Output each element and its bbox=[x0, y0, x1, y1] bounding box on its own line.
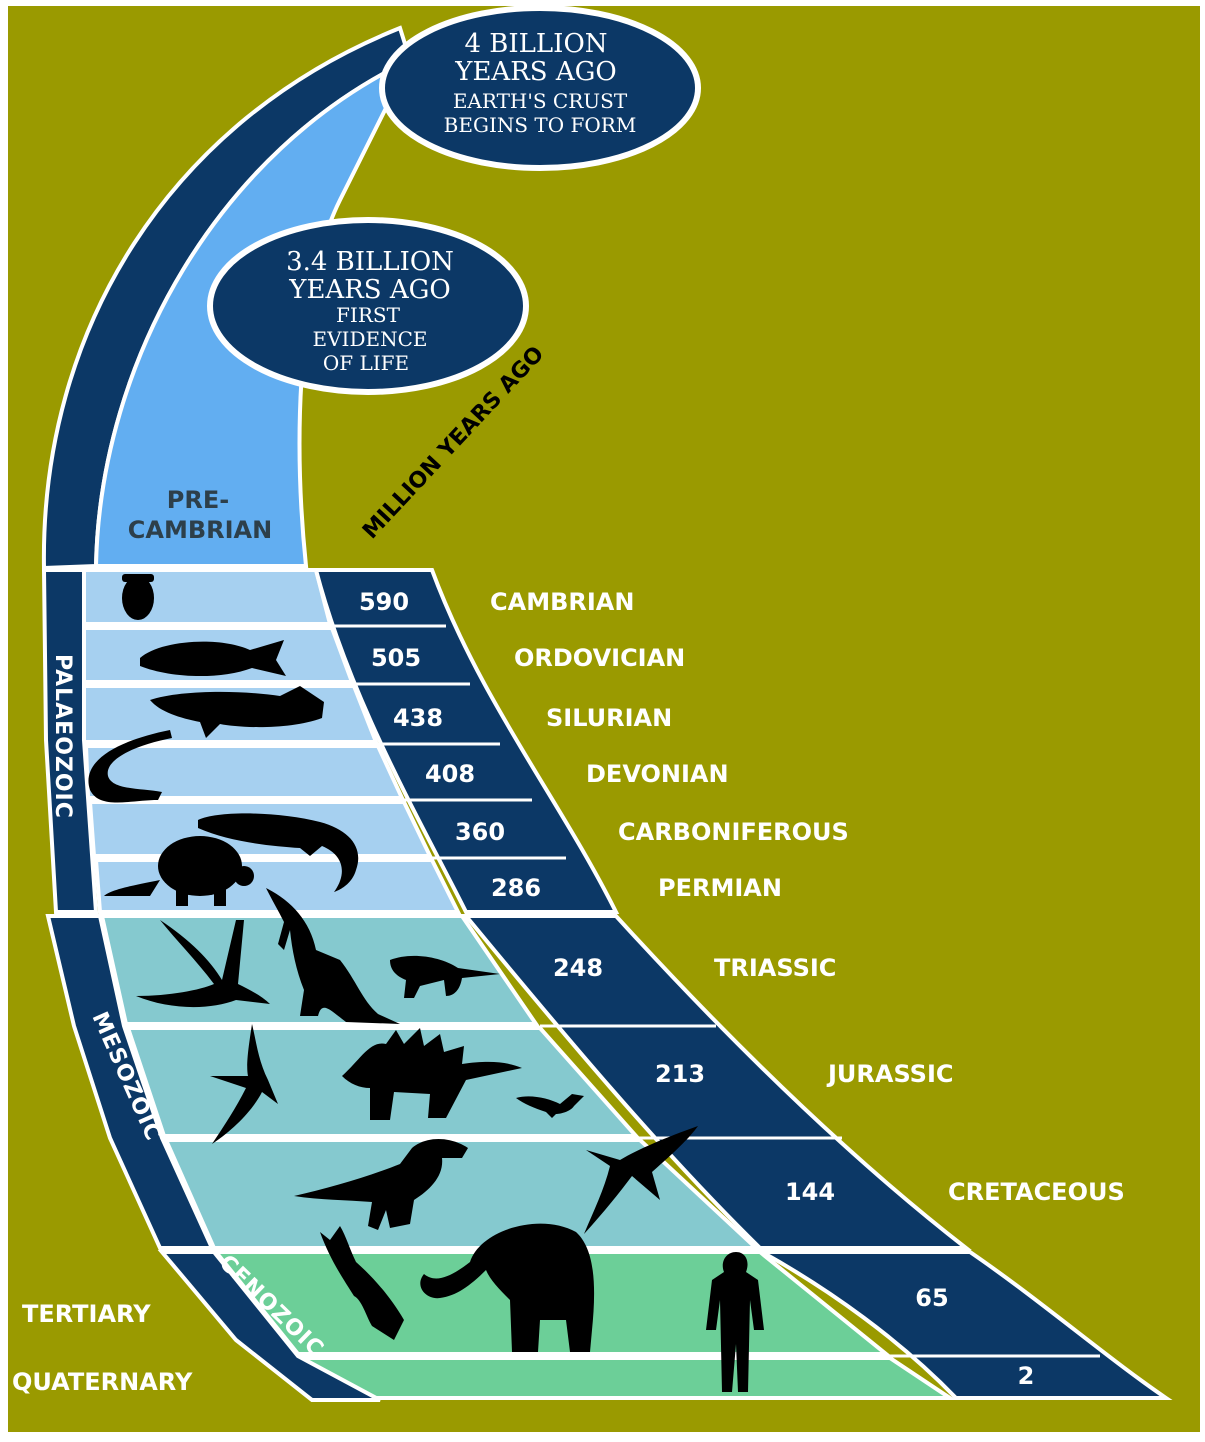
period-triassic: TRIASSIC bbox=[714, 954, 836, 982]
era-label-palaeozoic: PALAEOZOIC bbox=[50, 654, 75, 819]
life-bubble-line2: YEARS AGO bbox=[288, 275, 450, 305]
period-cambrian: CAMBRIAN bbox=[490, 588, 634, 616]
mya-silurian: 438 bbox=[393, 704, 443, 732]
period-cretaceous: CRETACEOUS bbox=[948, 1178, 1125, 1206]
mya-cretaceous: 144 bbox=[785, 1178, 835, 1206]
earth-bubble-line3: EARTH'S CRUST bbox=[453, 89, 628, 113]
earth-bubble-line4: BEGINS TO FORM bbox=[444, 113, 637, 137]
life-bubble-line5: OF LIFE bbox=[323, 351, 409, 375]
mya-triassic: 248 bbox=[553, 954, 603, 982]
period-jurassic: JURASSIC bbox=[826, 1060, 954, 1088]
period-permian: PERMIAN bbox=[658, 874, 782, 902]
precambrian-label-line1: PRE- bbox=[167, 486, 229, 514]
period-quaternary: QUATERNARY bbox=[12, 1368, 193, 1396]
precambrian-label-line2: CAMBRIAN bbox=[128, 516, 272, 544]
earth-bubble-line1: 4 BILLION bbox=[464, 29, 607, 59]
mya-ordovician: 505 bbox=[371, 644, 421, 672]
earth-crust-bubble: 4 BILLION YEARS AGO EARTH'S CRUST BEGINS… bbox=[382, 8, 698, 168]
trilobite-icon bbox=[122, 574, 154, 620]
life-bubble-line3: FIRST bbox=[336, 303, 401, 327]
mya-jurassic: 213 bbox=[655, 1060, 705, 1088]
first-life-bubble: 3.4 BILLION YEARS AGO FIRST EVIDENCE OF … bbox=[210, 220, 526, 392]
period-carboniferous: CARBONIFEROUS bbox=[618, 818, 849, 846]
mya-devonian: 408 bbox=[425, 760, 475, 788]
mya-carboniferous: 360 bbox=[455, 818, 505, 846]
period-devonian: DEVONIAN bbox=[586, 760, 729, 788]
earth-bubble-line2: YEARS AGO bbox=[454, 57, 616, 87]
mya-permian: 286 bbox=[491, 874, 541, 902]
mya-tertiary: 65 bbox=[915, 1284, 948, 1312]
period-silurian: SILURIAN bbox=[546, 704, 672, 732]
mya-cambrian: 590 bbox=[359, 588, 409, 616]
mya-quaternary: 2 bbox=[1018, 1362, 1035, 1390]
period-tertiary: TERTIARY bbox=[22, 1300, 151, 1328]
period-ordovician: ORDOVICIAN bbox=[514, 644, 685, 672]
life-bubble-line1: 3.4 BILLION bbox=[286, 247, 454, 277]
life-bubble-line4: EVIDENCE bbox=[313, 327, 428, 351]
